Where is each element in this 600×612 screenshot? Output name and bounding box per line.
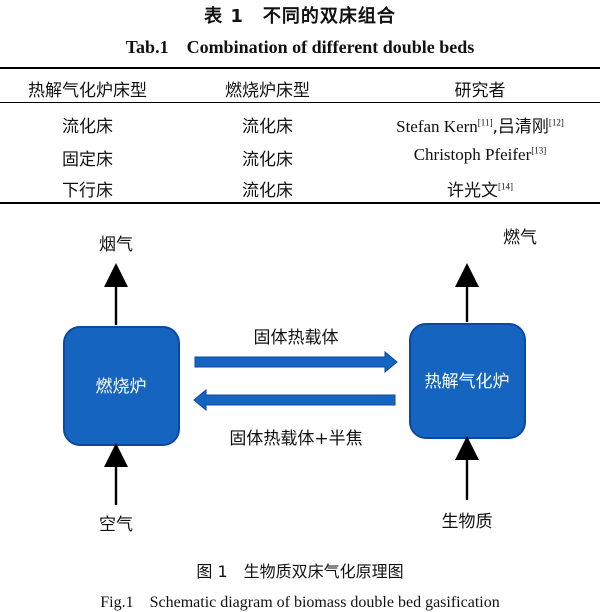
table-bottom-rule xyxy=(0,202,600,204)
table-row-3-pyrolysis: 下行床 xyxy=(62,181,113,201)
flue-gas-label: 烟气 xyxy=(99,235,133,255)
biomass-label: 生物质 xyxy=(442,512,493,532)
gasifier-label: 热解气化炉 xyxy=(425,372,510,392)
researcher-kern: Stefan Kern xyxy=(396,117,478,136)
table-header-researcher: 研究者 xyxy=(454,81,506,101)
researcher-pfeifer: Christoph Pfeifer xyxy=(413,145,532,164)
table-row-3-researcher: 许光文[14] xyxy=(360,176,600,201)
table-row-1-pyrolysis: 流化床 xyxy=(62,117,113,137)
table-row-2-combustor: 流化床 xyxy=(242,150,293,170)
ref-14: [14] xyxy=(498,181,513,192)
table-row-3-combustor: 流化床 xyxy=(242,181,293,201)
table-row-2-pyrolysis: 固定床 xyxy=(62,150,113,170)
fuel-gas-label: 燃气 xyxy=(503,228,537,248)
table-top-rule xyxy=(0,67,600,69)
heat-carrier-char-label: 固体热载体+半焦 xyxy=(229,429,362,449)
table-row-1-combustor: 流化床 xyxy=(242,117,293,137)
table-title-en: Tab.1 Combination of different double be… xyxy=(125,37,475,57)
table-header-rule xyxy=(0,102,600,103)
ref-13: [13] xyxy=(531,145,547,156)
figure-caption-en: Fig.1 Schematic diagram of biomass doubl… xyxy=(100,594,500,611)
table-header-combustor: 燃烧炉床型 xyxy=(225,81,310,101)
ref-12: [12] xyxy=(548,117,564,128)
heat-carrier-label: 固体热载体 xyxy=(254,328,339,348)
heat-carrier-arrow xyxy=(194,350,398,374)
ref-11: [11] xyxy=(477,117,493,128)
researcher-xu: 许光文 xyxy=(447,181,498,201)
table-header-pyrolysis: 热解气化炉床型 xyxy=(28,81,147,101)
figure-caption-cn: 图 1 生物质双床气化原理图 xyxy=(196,562,404,581)
table-row-2-researcher: Christoph Pfeifer[13] xyxy=(360,145,600,165)
heat-carrier-char-arrow xyxy=(193,388,396,412)
air-label: 空气 xyxy=(99,515,133,535)
combustor-label: 燃烧炉 xyxy=(96,377,147,397)
table-title-cn: 表 1 不同的双床组合 xyxy=(204,6,396,27)
researcher-lv: ,吕清刚 xyxy=(492,117,549,137)
table-row-1-researcher: Stefan Kern[11],吕清刚[12] xyxy=(360,112,600,137)
